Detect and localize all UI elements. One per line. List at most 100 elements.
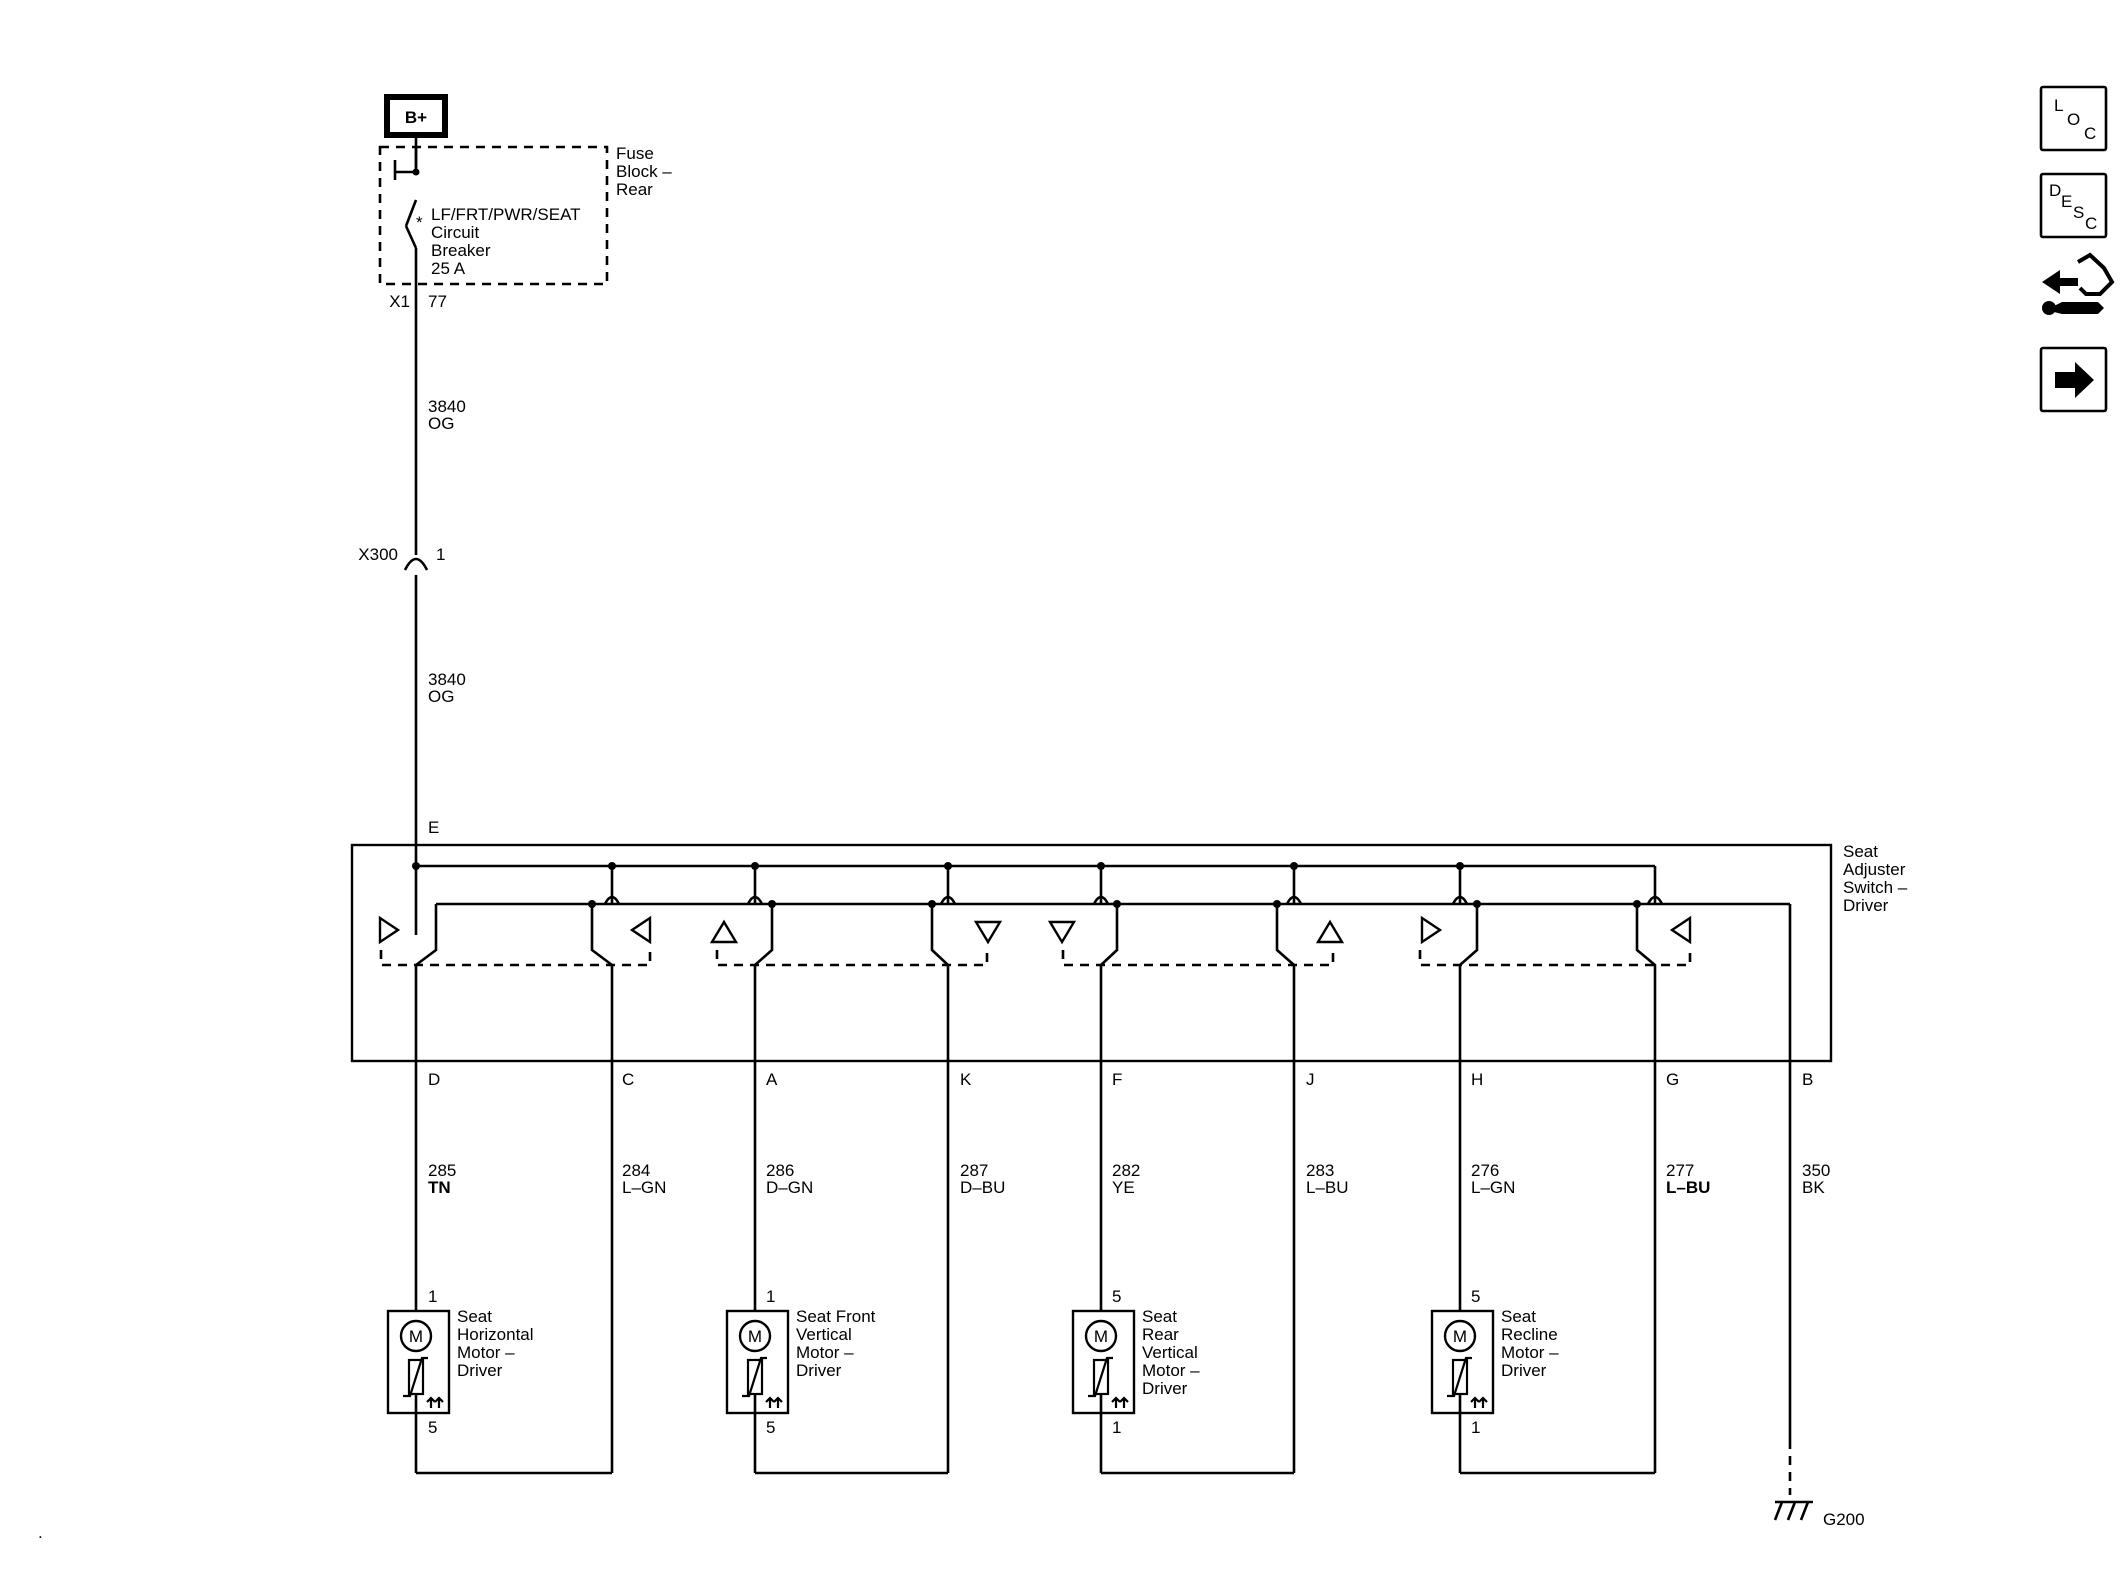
pin-k-color: D–BU — [960, 1178, 1005, 1197]
pin-c: C 284 L–GN — [622, 1070, 666, 1197]
fuse-block-label-2: Block – — [616, 162, 672, 181]
motor-4-bottom-pin: 1 — [1471, 1418, 1480, 1437]
pin-a-id: A — [766, 1070, 778, 1089]
fuse-block: * Fuse Block – Rear LF/FRT/PWR/SEAT Circ… — [378, 144, 672, 311]
feed-upper-color: OG — [428, 414, 454, 433]
fuse-block-label-3: Rear — [616, 180, 653, 199]
motor-icon — [1084, 1319, 1118, 1353]
motor-2-label-3: Motor – — [796, 1343, 854, 1362]
pin-a-color: D–GN — [766, 1178, 813, 1197]
motor-icon — [738, 1319, 772, 1353]
pin-g-circuit: 277 — [1666, 1161, 1694, 1180]
pin-b: B 350 BK — [1802, 1070, 1830, 1197]
x300-inline-connector: X300 1 — [358, 545, 445, 571]
pin-g-color: L–BU — [1666, 1178, 1710, 1197]
breaker-label-1: LF/FRT/PWR/SEAT — [431, 205, 581, 224]
motor-1-label-3: Motor – — [457, 1343, 515, 1362]
pin-h-id: H — [1471, 1070, 1483, 1089]
motor-4-label-1: Seat — [1501, 1307, 1536, 1326]
loc-letter-1: L — [2054, 96, 2063, 115]
motor-3-label-1: Seat — [1142, 1307, 1177, 1326]
inline-connector-id: X300 — [358, 545, 398, 564]
feed-lower-color: OG — [428, 687, 454, 706]
pin-f-id: F — [1112, 1070, 1122, 1089]
feed-lower-circuit: 3840 — [428, 670, 466, 689]
motor-4-label-3: Motor – — [1501, 1343, 1559, 1362]
motor-1-label-4: Driver — [457, 1361, 503, 1380]
loc-letter-2: O — [2067, 110, 2080, 129]
motor-icon — [1443, 1319, 1477, 1353]
motor-4-top-pin: 5 — [1471, 1287, 1480, 1306]
b-plus-label: B+ — [405, 108, 427, 127]
pin-a: A 286 D–GN — [766, 1070, 813, 1197]
motor-2-label-2: Vertical — [796, 1325, 852, 1344]
motor-4-symbol: M — [1453, 1327, 1467, 1346]
seat-horizontal-motor: 1 M 5 Seat Horizontal Motor – Driver — [386, 1287, 534, 1473]
motor-2-label-4: Driver — [796, 1361, 842, 1380]
pin-f: F 282 YE — [1112, 1070, 1140, 1197]
inline-connector-pin: 1 — [436, 545, 445, 564]
loc-letter-3: C — [2084, 124, 2096, 143]
motor-4-label-2: Recline — [1501, 1325, 1558, 1344]
pin-k: K 287 D–BU — [960, 1070, 1005, 1197]
corner-mark: . — [38, 1523, 43, 1542]
desc-letter-3: S — [2073, 203, 2084, 222]
b-plus-source: B+ — [384, 94, 448, 138]
motor-3-label-4: Motor – — [1142, 1361, 1200, 1380]
ground-g200: G200 — [1773, 1500, 1865, 1529]
switch-label-3: Switch – — [1843, 878, 1908, 897]
switch-label-1: Seat — [1843, 842, 1878, 861]
pin-d-color: TN — [428, 1178, 451, 1197]
fuse-connector-id: X1 — [389, 292, 410, 311]
arrow-right-icon[interactable] — [2039, 346, 2108, 413]
pin-k-circuit: 287 — [960, 1161, 988, 1180]
pin-k-id: K — [960, 1070, 972, 1089]
pin-h: H 276 L–GN — [1471, 1070, 1515, 1197]
loc-icon[interactable]: L O C — [2039, 85, 2108, 152]
pin-f-color: YE — [1112, 1178, 1135, 1197]
pin-j: J 283 L–BU — [1306, 1070, 1349, 1197]
connector-wrench-icon[interactable] — [2042, 252, 2115, 315]
switch-label-4: Driver — [1843, 896, 1889, 915]
pin-j-id: J — [1306, 1070, 1315, 1089]
desc-letter-1: D — [2049, 181, 2061, 200]
motor-1-bottom-pin: 5 — [428, 1418, 437, 1437]
pin-g-id: G — [1666, 1070, 1679, 1089]
motor-2-label-1: Seat Front — [796, 1307, 876, 1326]
motor-4-label-4: Driver — [1501, 1361, 1547, 1380]
fuse-pin: 77 — [428, 292, 447, 311]
motor-2-bottom-pin: 5 — [766, 1418, 775, 1437]
desc-icon[interactable]: D E S C — [2039, 172, 2108, 239]
motor-3-bottom-pin: 1 — [1112, 1418, 1121, 1437]
switch-label-2: Adjuster — [1843, 860, 1906, 879]
pin-b-circuit: 350 — [1802, 1161, 1830, 1180]
pin-c-id: C — [622, 1070, 634, 1089]
switch-pin-e: E — [428, 818, 439, 837]
seat-front-vertical-motor: 1 M 5 Seat Front Vertical Motor – Driver — [725, 1287, 876, 1473]
motor-1-label-2: Horizontal — [457, 1325, 534, 1344]
motor-1-label-1: Seat — [457, 1307, 492, 1326]
pin-d-circuit: 285 — [428, 1161, 456, 1180]
pin-b-id: B — [1802, 1070, 1813, 1089]
ground-label: G200 — [1823, 1510, 1865, 1529]
breaker-label-2: Circuit — [431, 223, 479, 242]
output-wires — [414, 1061, 1792, 1495]
motor-2-symbol: M — [748, 1327, 762, 1346]
pin-c-circuit: 284 — [622, 1161, 650, 1180]
seat-adjuster-switch: Seat Adjuster Switch – Driver — [350, 842, 1908, 1063]
seat-rear-vertical-motor: 5 M 1 Seat Rear Vertical Motor – Driver — [1071, 1287, 1200, 1473]
pin-c-color: L–GN — [622, 1178, 666, 1197]
pin-b-color: BK — [1802, 1178, 1825, 1197]
seat-recline-motor: 5 M 1 Seat Recline Motor – Driver — [1430, 1287, 1559, 1473]
motor-3-label-5: Driver — [1142, 1379, 1188, 1398]
breaker-label-3: Breaker — [431, 241, 491, 260]
motor-icon — [399, 1319, 433, 1353]
desc-letter-4: C — [2085, 214, 2097, 233]
motor-1-top-pin: 1 — [428, 1287, 437, 1306]
motor-3-symbol: M — [1094, 1327, 1108, 1346]
pin-d-id: D — [428, 1070, 440, 1089]
motor-3-top-pin: 5 — [1112, 1287, 1121, 1306]
motor-3-label-3: Vertical — [1142, 1343, 1198, 1362]
